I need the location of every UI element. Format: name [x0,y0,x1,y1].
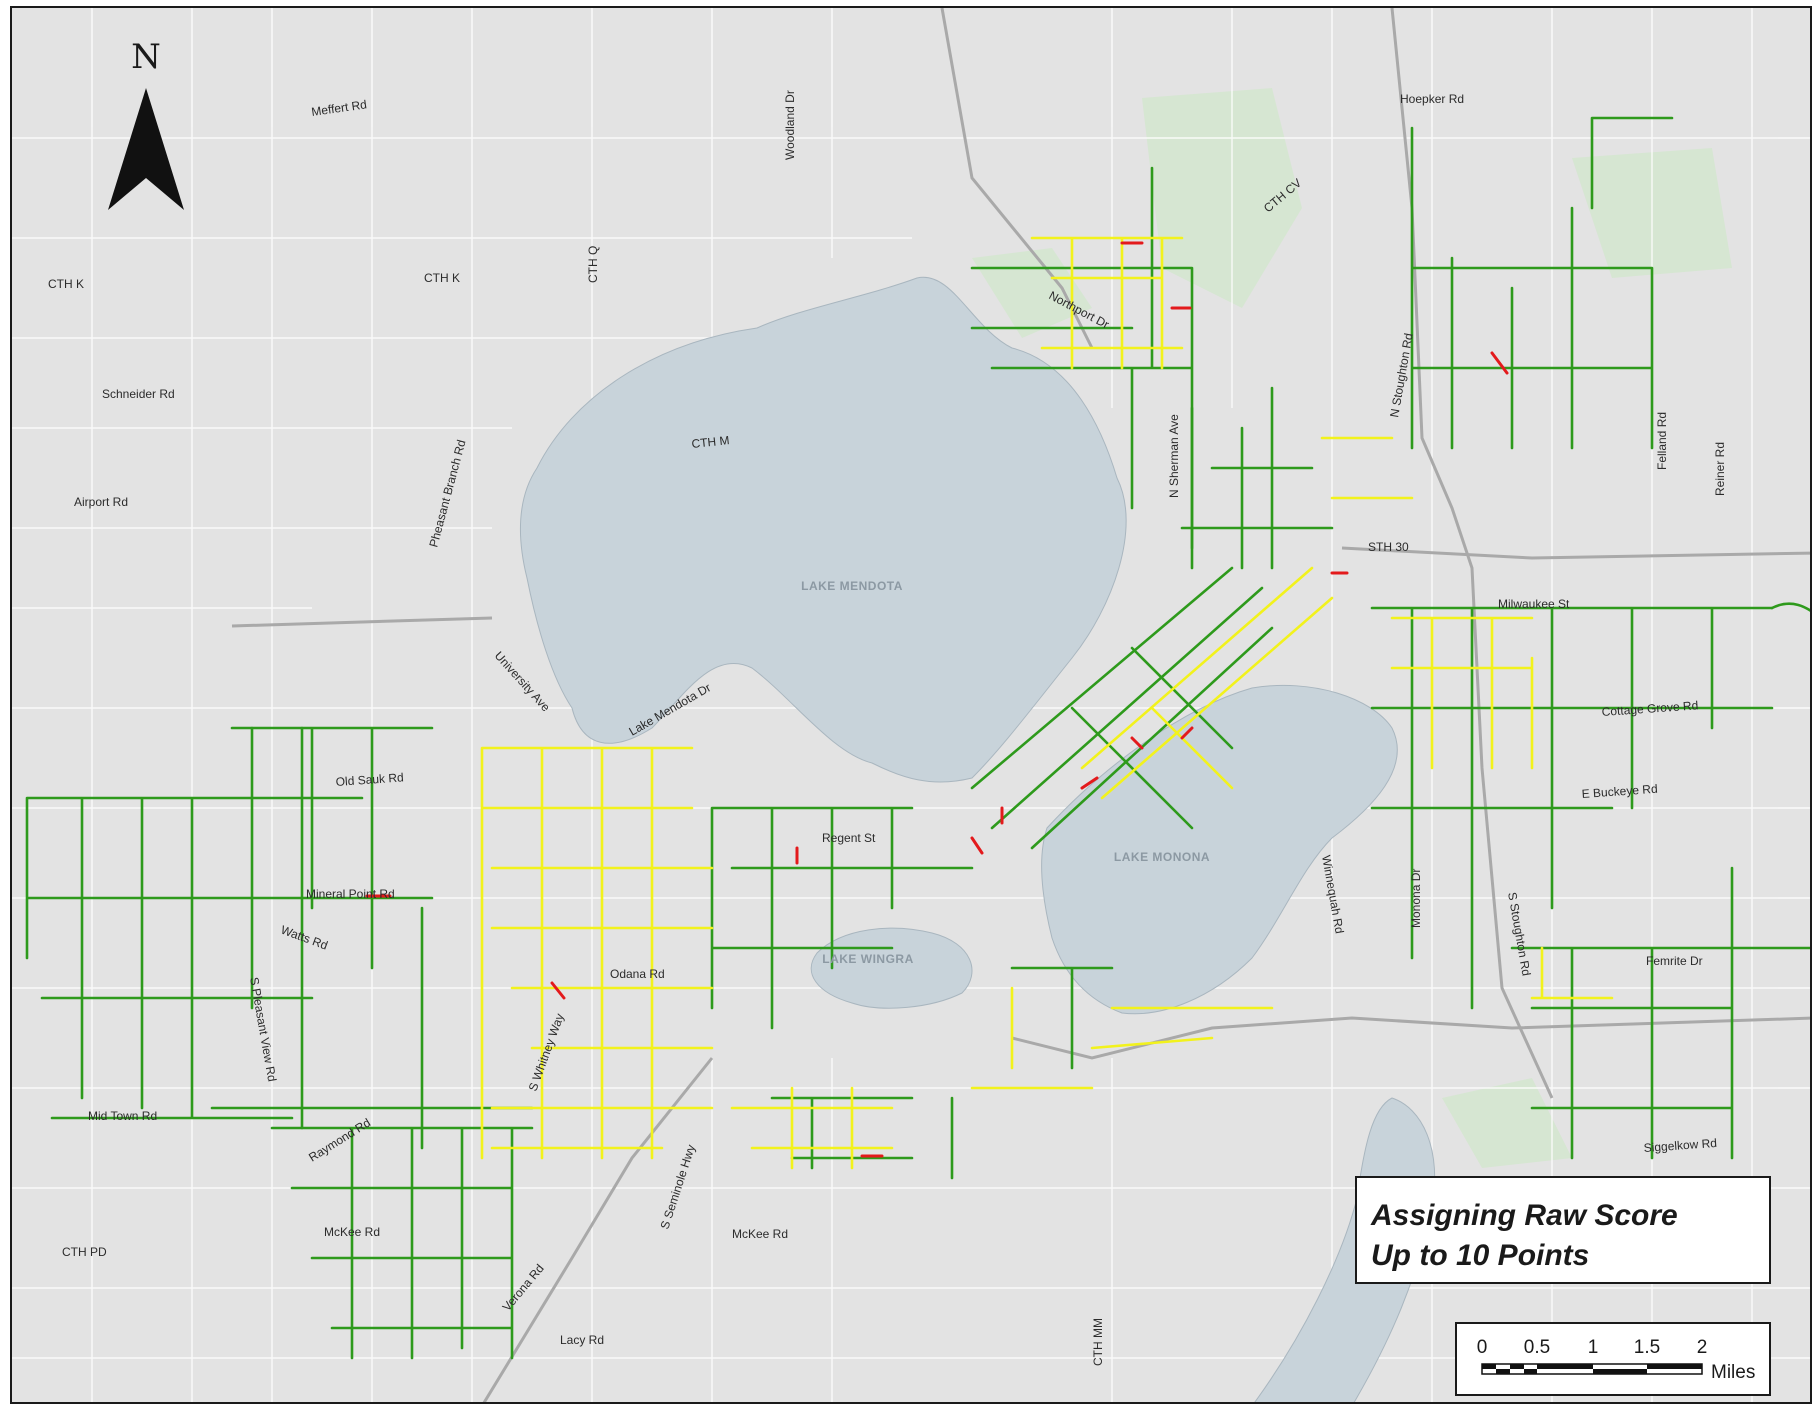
road-label: CTH MM [1091,1318,1105,1366]
road-label: Lacy Rd [560,1333,604,1347]
lake-wingra-shape [810,927,973,1009]
scale-bar: 0 0.5 1 1.5 2 Miles [1455,1322,1771,1396]
road-label: Mid Town Rd [88,1109,157,1123]
road-label: Airport Rd [74,495,128,509]
scale-tick-label: 2 [1697,1337,1708,1358]
highway-line [231,616,493,628]
road-label: CTH K [48,277,84,291]
yellow-eastside-grid [1390,616,1534,770]
park-area [1442,1078,1572,1168]
road-label: CTH Q [586,246,600,283]
north-arrow-icon: N [108,37,184,210]
scale-bar-segment [1524,1369,1537,1374]
yellow-segments [480,236,1614,1170]
yellow-street-grid-west [480,746,714,1160]
road-label: Regent St [822,831,876,845]
road-label: Monona Dr [1409,869,1423,928]
yellow-north-grid [1030,236,1184,370]
map-canvas: LAKE MENDOTA LAKE MONONA LAKE WINGRA Mef… [12,8,1810,1402]
map-title-box: Assigning Raw Score Up to 10 Points [1355,1176,1771,1284]
road-label: Siggelkow Rd [1643,1136,1717,1155]
scale-tick-label: 0 [1477,1337,1488,1358]
scale-bar-segment [1647,1364,1702,1369]
scale-tick-label: 1 [1588,1337,1599,1358]
green-street-grid-west [25,726,534,1130]
yellow-isthmus-grid [1080,566,1334,800]
park-areas [972,88,1732,1168]
north-arrow: N [98,37,194,218]
road-label: Hoepker Rd [1400,92,1464,106]
green-north-grid [970,166,1194,550]
north-label: N [131,38,161,77]
green-southeast-grid [1510,866,1810,1160]
road-label: Felland Rd [1655,412,1669,470]
road-label: Mineral Point Rd [306,887,395,901]
scale-bar-segment [1510,1364,1524,1369]
lake-monona-label: LAKE MONONA [1114,850,1210,864]
lake-mendota-label: LAKE MENDOTA [801,579,903,593]
road-label: CTH PD [62,1245,107,1259]
highway-line [1341,546,1810,560]
scale-tick-label: 0.5 [1524,1337,1550,1358]
road-label: McKee Rd [324,1225,380,1239]
map-title-line-1: Assigning Raw Score [1371,1199,1678,1232]
green-street-grid-westcentral [230,726,434,1150]
scale-tick-label: 1.5 [1634,1337,1660,1358]
green-segments [25,116,1810,1360]
road-label: CTH M [691,433,730,451]
scale-bar-segment [1496,1369,1510,1374]
road-label: CTH K [424,271,460,285]
green-east-edge [1770,602,1810,612]
road-label: Reiner Rd [1713,442,1727,496]
yellow-misc [1320,436,1614,1000]
highway-line [940,8,1094,349]
park-area [972,248,1092,338]
green-northeast-grid [1410,116,1674,450]
scale-bar-graphic: 0 0.5 1 1.5 2 Miles [1477,1337,1756,1383]
north-arrow-shape [108,88,184,210]
scale-bar-segment [1537,1364,1593,1369]
lake-mendota-shape [520,276,1127,783]
highway-line [1390,8,1554,1099]
yellow-street-grid-south [490,1086,894,1170]
green-isthmus-grid [970,566,1274,850]
scale-unit-label: Miles [1711,1362,1755,1383]
road-label: E Buckeye Rd [1581,782,1658,801]
lake-wingra-label: LAKE WINGRA [822,952,914,966]
green-street-grid-central [710,806,974,1030]
highway-line [1011,1016,1810,1060]
road-label: Milwaukee St [1498,597,1570,611]
road-label: Old Sauk Rd [335,770,404,789]
road-label: Schneider Rd [102,387,175,401]
road-label: Femrite Dr [1646,954,1703,968]
road-label: STH 30 [1368,540,1409,554]
park-area [1142,88,1302,308]
green-street-grid-southwest [270,1126,534,1360]
green-eastside-grid [1370,606,1774,1010]
road-label: McKee Rd [732,1227,788,1241]
scale-bar-segment [1482,1364,1496,1369]
road-label: Odana Rd [610,967,665,981]
yellow-southshore [970,986,1274,1090]
lake-labels: LAKE MENDOTA LAKE MONONA LAKE WINGRA [801,579,1210,966]
red-street-marks [365,241,1509,1158]
road-label: N Sherman Ave [1167,414,1181,498]
road-label: Cottage Grove Rd [1601,698,1698,719]
road-label: Woodland Dr [783,90,797,160]
scale-bar-segment [1593,1369,1647,1374]
red-segments [365,241,1509,1158]
map-title-line-2: Up to 10 Points [1371,1239,1590,1272]
map-frame: LAKE MENDOTA LAKE MONONA LAKE WINGRA Mef… [10,6,1812,1404]
